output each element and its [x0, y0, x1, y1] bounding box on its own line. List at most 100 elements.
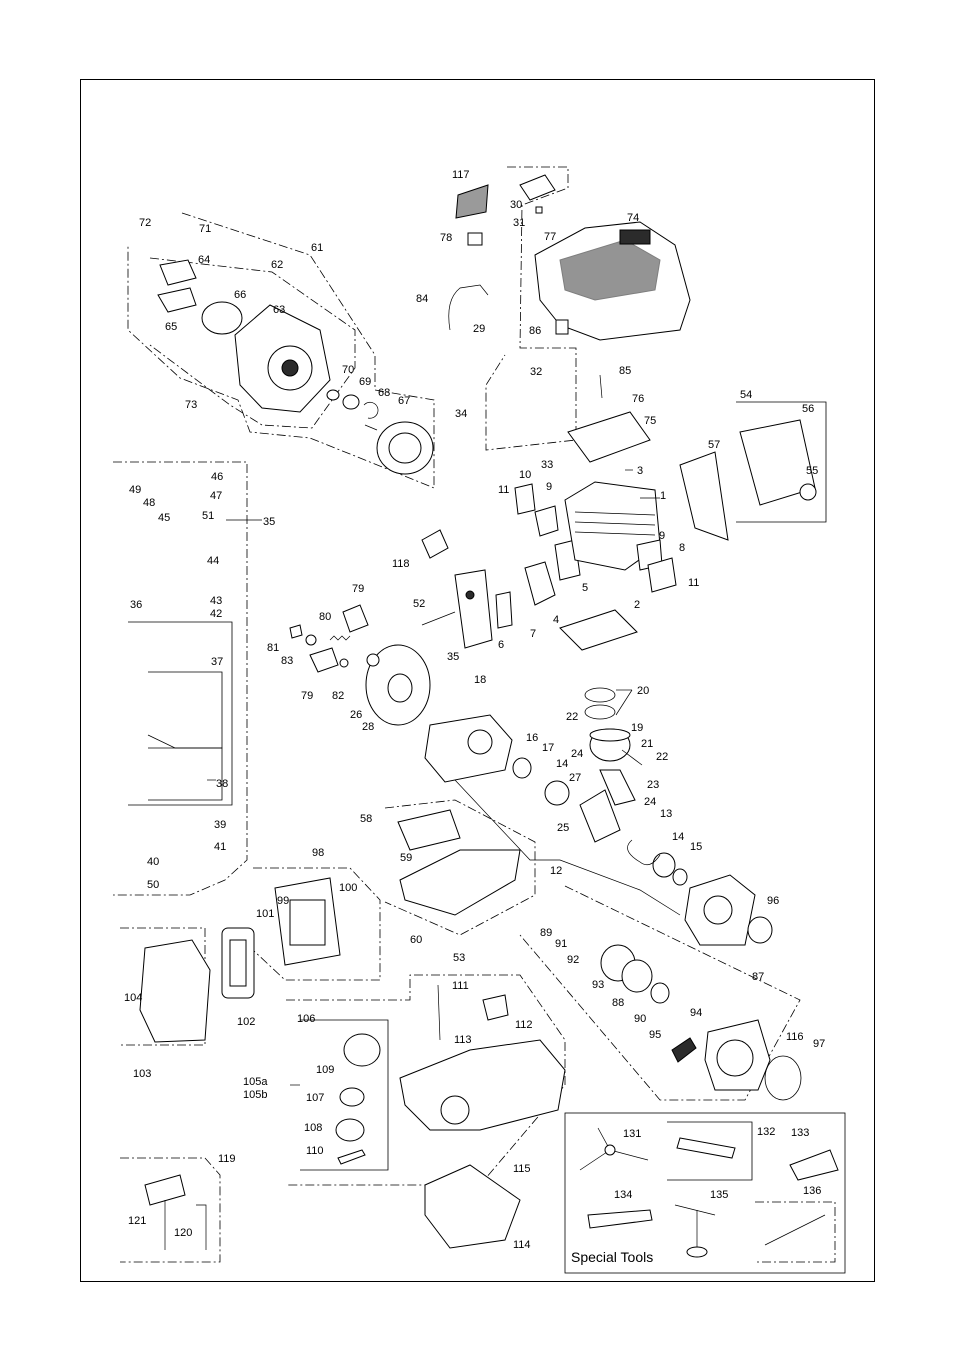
callout-37: 37: [211, 656, 223, 668]
callout-16: 16: [526, 732, 538, 744]
group-29-boundary: [485, 166, 577, 451]
callout-121: 121: [128, 1215, 146, 1227]
plate-8: [647, 557, 677, 593]
handle-94: [671, 1037, 697, 1063]
callout-63: 63: [273, 304, 285, 316]
pawl-79-upper: [342, 604, 369, 633]
callout-62: 62: [271, 259, 283, 271]
callout-51: 51: [202, 510, 214, 522]
callout-55: 55: [806, 465, 818, 477]
callout-26: 26: [350, 709, 362, 721]
callout-98: 98: [312, 847, 324, 859]
gasket-9-left: [534, 505, 559, 537]
circlip-68: [363, 401, 379, 419]
grommet-86: [555, 319, 569, 335]
callout-116: 116: [786, 1031, 804, 1043]
callout-52: 52: [413, 598, 425, 610]
callout-85: 85: [619, 365, 631, 377]
ring-69: [342, 394, 360, 410]
callout-74: 74: [627, 212, 639, 224]
callout-79-upper: 79: [352, 583, 364, 595]
bracket-64: [159, 259, 197, 286]
callout-104: 104: [124, 992, 142, 1004]
callout-120: 120: [174, 1227, 192, 1239]
callout-43: 43: [210, 595, 222, 607]
callout-24-right: 24: [644, 796, 656, 808]
callout-89: 89: [540, 927, 552, 939]
gasket-107: [339, 1087, 365, 1107]
pipe-111: [437, 984, 441, 1041]
callout-11-right: 11: [688, 577, 699, 589]
callout-73: 73: [185, 399, 197, 411]
bracket-115: [424, 1164, 521, 1249]
spring-80: [329, 635, 351, 641]
callout-38: 38: [216, 778, 228, 790]
callout-33: 33: [541, 459, 553, 471]
callout-34: 34: [455, 408, 467, 420]
callout-59: 59: [400, 852, 412, 864]
seal-15: [672, 868, 688, 886]
callout-136: 136: [803, 1185, 821, 1197]
callout-27: 27: [569, 772, 581, 784]
callout-15: 15: [690, 841, 702, 853]
callout-1: 1: [660, 490, 666, 502]
callout-77: 77: [544, 231, 556, 243]
callout-2: 2: [634, 599, 640, 611]
callout-68: 68: [378, 387, 390, 399]
washer-83: [305, 634, 317, 646]
callout-76: 76: [632, 393, 644, 405]
callout-105a: 105a: [243, 1076, 268, 1088]
crankcase-half-right: [684, 874, 756, 946]
callout-6: 6: [498, 639, 504, 651]
callout-53: 53: [453, 952, 465, 964]
callout-13: 13: [660, 808, 672, 820]
leader-lines: [207, 469, 660, 1086]
callout-105b: 105b: [243, 1089, 267, 1101]
callout-72: 72: [139, 217, 151, 229]
intake-4: [524, 561, 556, 606]
callout-12: 12: [550, 865, 562, 877]
pawl-79-lower: [309, 647, 339, 673]
callout-21: 21: [641, 738, 653, 750]
callout-29: 29: [473, 323, 485, 335]
group-54-boundary: [736, 401, 827, 523]
callout-96: 96: [767, 895, 779, 907]
callout-39: 39: [214, 819, 226, 831]
callout-113: 113: [454, 1034, 472, 1046]
callout-87: 87: [752, 971, 764, 983]
callout-107: 107: [306, 1092, 324, 1104]
callout-54: 54: [740, 389, 752, 401]
group-87-boundary: [519, 885, 801, 1101]
piston-19: [589, 728, 631, 762]
plug-wrench-121: [144, 1174, 186, 1250]
group-62-boundary: [149, 257, 356, 429]
fan-cover-58: [399, 849, 521, 916]
group-132-boundary: [667, 1121, 753, 1181]
callout-132: 132: [757, 1126, 775, 1138]
callout-86: 86: [529, 325, 541, 337]
spring-90: [650, 982, 670, 1004]
callout-103: 103: [133, 1068, 151, 1080]
wire-84: [448, 284, 489, 331]
callout-32: 32: [530, 366, 542, 378]
callout-82: 82: [332, 690, 344, 702]
callout-24-left: 24: [571, 748, 583, 760]
callout-66: 66: [234, 289, 246, 301]
callout-88: 88: [612, 997, 624, 1009]
fuel-cap-109: [343, 1033, 381, 1067]
callout-114: 114: [513, 1239, 531, 1251]
callout-46: 46: [211, 471, 223, 483]
callout-35-carb: 35: [447, 651, 459, 663]
pin-21: [621, 749, 643, 766]
callout-101: 101: [256, 908, 274, 920]
callout-92: 92: [567, 954, 579, 966]
callout-3: 3: [637, 465, 643, 477]
baffle-10: [514, 483, 536, 515]
callout-112: 112: [515, 1019, 533, 1031]
bearing-66: [201, 301, 243, 335]
group-38-boundary: [148, 747, 223, 801]
filter-inner-102: [229, 939, 247, 987]
spark-plug-85: [599, 374, 603, 399]
gasket-116: [764, 1055, 802, 1101]
crankshaft-25: [579, 769, 636, 843]
